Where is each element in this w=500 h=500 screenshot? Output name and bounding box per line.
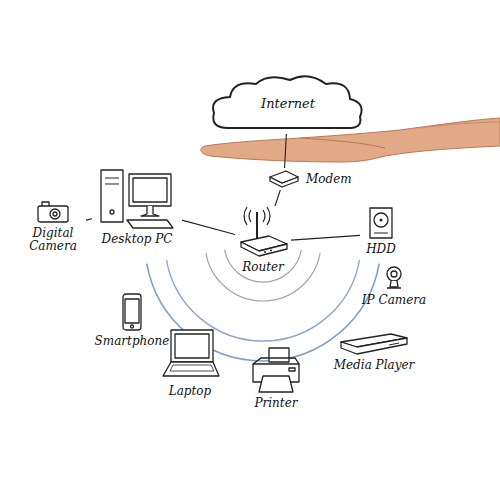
device-label: HDD bbox=[366, 243, 396, 256]
router-node: Router bbox=[235, 206, 291, 278]
device-label: Modem bbox=[306, 173, 352, 186]
printer-node: Printer bbox=[240, 346, 312, 418]
device-label: Smartphone bbox=[95, 335, 170, 348]
device-label: Media Player bbox=[334, 359, 415, 372]
laptop-symbol bbox=[159, 328, 221, 382]
device-label: IP Camera bbox=[362, 294, 426, 307]
network-link bbox=[182, 220, 235, 234]
hdd-node: HDD bbox=[360, 206, 402, 262]
digital-camera-symbol bbox=[36, 200, 70, 224]
desktop-node: Desktop PC bbox=[92, 168, 182, 248]
camera-node: Digital Camera bbox=[20, 200, 86, 256]
device-label: Router bbox=[242, 261, 284, 274]
network-link bbox=[275, 190, 280, 206]
desktop-pc-symbol bbox=[97, 168, 177, 230]
modem-symbol bbox=[268, 168, 300, 190]
hdd-symbol bbox=[368, 206, 394, 240]
smartphone-node: Smartphone bbox=[86, 292, 178, 362]
ip-camera-symbol bbox=[383, 265, 405, 291]
printer-symbol bbox=[249, 346, 303, 394]
smartphone-symbol bbox=[121, 292, 143, 332]
media-player-symbol bbox=[339, 330, 409, 356]
network-link bbox=[285, 134, 287, 168]
device-label: Laptop bbox=[169, 385, 212, 398]
device-label: Digital Camera bbox=[20, 227, 86, 253]
device-label: Printer bbox=[254, 397, 297, 410]
network-link bbox=[291, 235, 360, 240]
laptop-node: Laptop bbox=[150, 328, 230, 412]
cloud-label: Internet bbox=[208, 72, 368, 134]
palm-crease bbox=[300, 138, 385, 148]
router-symbol bbox=[235, 206, 291, 258]
network-link bbox=[86, 219, 92, 220]
wrist-line bbox=[420, 122, 500, 128]
cloud-node: Internet bbox=[208, 72, 368, 134]
modem-node: Modem bbox=[268, 168, 300, 190]
ip-camera-node: IP Camera bbox=[355, 265, 433, 317]
device-label: Desktop PC bbox=[102, 233, 173, 246]
media-player-node: Media Player bbox=[318, 330, 430, 382]
